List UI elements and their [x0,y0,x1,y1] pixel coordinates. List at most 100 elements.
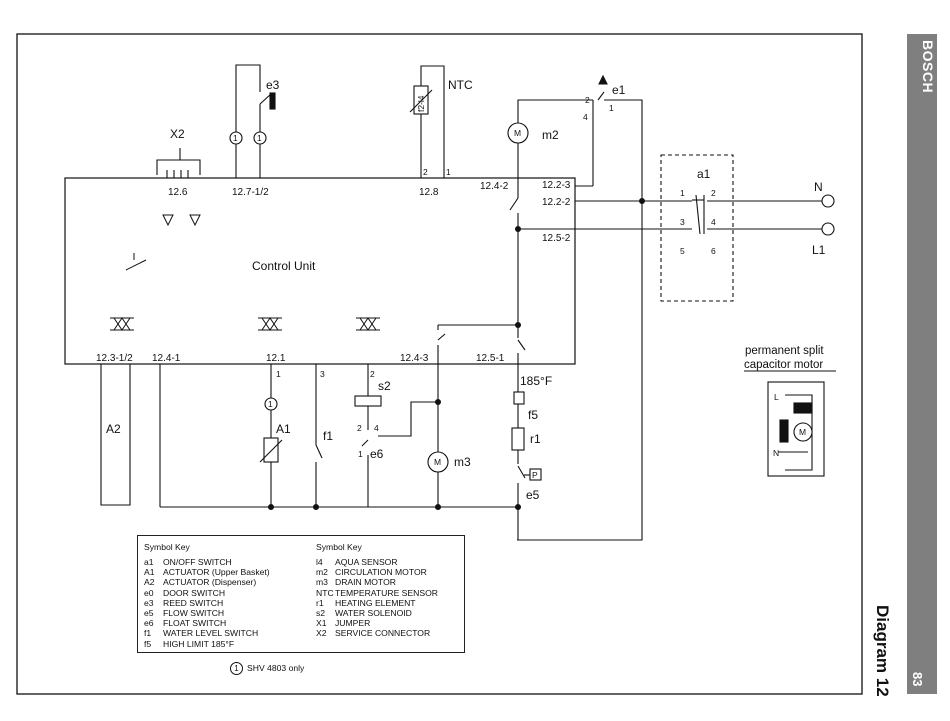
terminal-12-4-2: 12.4-2 [480,181,509,192]
pin-a1-5: 5 [680,246,685,256]
footnote-text: SHV 4803 only [247,663,305,673]
shv-marker-2: 1 [257,133,262,143]
page-number: 83 [910,672,925,687]
terminal-12-5-1: 12.5-1 [476,353,505,364]
pin-a1-2: 2 [711,188,716,198]
symbol-key-code: m2 [316,567,328,578]
label-m2: m2 [542,128,559,142]
label-f1: f1 [323,429,333,443]
motor-m3-letter: M [434,457,441,467]
terminal-12-4-1: 12.4-1 [152,353,181,364]
symbol-key-code: l4 [316,557,323,567]
pin-e1-2: 2 [585,95,590,105]
motor-m2-letter: M [514,128,521,138]
symbol-key-code: r1 [316,597,324,608]
label-e3: e3 [266,78,280,92]
symbol-key-code: X1 [316,618,327,629]
symbol-key-code: A1 [144,567,155,578]
pin-e6-4: 4 [374,423,379,433]
motor-n-label: N [773,448,779,458]
pin-12-1-2: 2 [370,369,375,379]
terminal-12-4-3: 12.4-3 [400,353,429,364]
pin-e1-4: 4 [583,112,588,122]
symbol-key-heading: Symbol Key [316,542,362,552]
symbol-key-row: m2 CIRCULATION MOTOR [316,567,438,577]
symbol-key-code: NTC [316,587,334,598]
symbol-key-desc: DOOR SWITCH [163,587,226,598]
symbol-key-row: a1 ON/OFF SWITCH [144,557,270,567]
terminal-12-2-2: 12.2-2 [542,197,571,208]
symbol-key-desc: FLOW SWITCH [163,608,225,619]
label-185f: 185°F [520,374,552,388]
symbol-key-desc: ACTUATOR (Dispenser) [163,577,257,588]
symbol-key-desc: REED SWITCH [163,597,224,608]
control-unit-box [64,177,576,365]
pin-12-1-1: 1 [276,369,281,379]
label-m3: m3 [454,455,471,469]
symbol-key-right: Symbol Key l4 AQUA SENSOR m2 CIRCULATION MO… [316,542,438,639]
footnote-marker: 1 [230,662,243,675]
brand-label: BOSCH [920,40,936,94]
symbol-key-desc: FLOAT SWITCH [163,618,227,629]
label-ntc: NTC [448,78,473,92]
label-n: N [814,180,823,194]
motor-m-label: M [799,427,806,437]
label-f2-l4: f2-l4 [416,95,426,112]
pin-a1-6: 6 [711,246,716,256]
label-x2: X2 [170,127,185,141]
symbol-key-desc: AQUA SENSOR [335,557,398,567]
symbol-key-desc: HIGH LIMIT 185°F [163,638,235,649]
label-p-box: P [532,470,538,480]
symbol-key-desc: HEATING ELEMENT [335,597,416,608]
footnote: 1 SHV 4803 only [230,662,304,675]
terminal-12-5-2: 12.5-2 [542,233,571,244]
pin-e1-1: 1 [609,103,614,113]
terminal-12-3: 12.3-1/2 [96,353,133,364]
symbol-key-row: NTCTEMPERATURE SENSOR [316,588,438,598]
symbol-key-desc: ACTUATOR (Upper Basket) [163,567,270,578]
pin-a1-3: 3 [680,217,685,227]
symbol-key-code: f1 [144,628,152,639]
control-unit-label: Control Unit [252,259,316,273]
pin-a1-4: 4 [711,217,716,227]
label-s2: s2 [378,379,391,393]
symbol-key-desc: ON/OFF SWITCH [163,557,232,567]
diagram-title: Diagram 12 [873,605,892,697]
label-a1-switch: a1 [697,167,711,181]
pin-12-1-3: 3 [320,369,325,379]
symbol-key-desc: WATER LEVEL SWITCH [163,628,259,639]
terminal-12-2-3: 12.2-3 [542,180,571,191]
label-e1: e1 [612,83,626,97]
label-r1: r1 [530,432,541,446]
pin-ntc-1: 1 [446,167,451,177]
symbol-key-box: Symbol Key a1 ON/OFF SWITCH A1 ACTUATOR (Up… [137,535,465,653]
pin-e6-2: 2 [357,423,362,433]
motor-caption-line2: capacitor motor [744,359,823,371]
symbol-key-row: f5 HIGH LIMIT 185°F [144,639,270,649]
shv-marker-3: 1 [268,399,273,409]
terminal-12-1: 12.1 [266,353,286,364]
label-l1: L1 [812,243,826,257]
symbol-key-heading: Symbol Key [144,542,190,552]
symbol-key-row: f1 WATER LEVEL SWITCH [144,628,270,638]
pin-a1-1: 1 [680,188,685,198]
symbol-key-desc: DRAIN MOTOR [335,577,396,588]
diagram-frame [16,33,863,695]
terminal-12-7: 12.7-1/2 [232,187,269,198]
symbol-key-desc: TEMPERATURE SENSOR [335,587,438,598]
motor-l-label: L [774,392,779,402]
symbol-key-code: a1 [144,557,154,567]
symbol-key-desc: CIRCULATION MOTOR [335,567,427,578]
symbol-key-code: f5 [144,638,152,649]
symbol-key-code: e6 [144,618,154,629]
symbol-key-desc: SERVICE CONNECTOR [335,628,431,639]
symbol-key-row: e5 FLOW SWITCH [144,608,270,618]
symbol-key-code: e5 [144,608,154,619]
pin-e6-1: 1 [358,449,363,459]
